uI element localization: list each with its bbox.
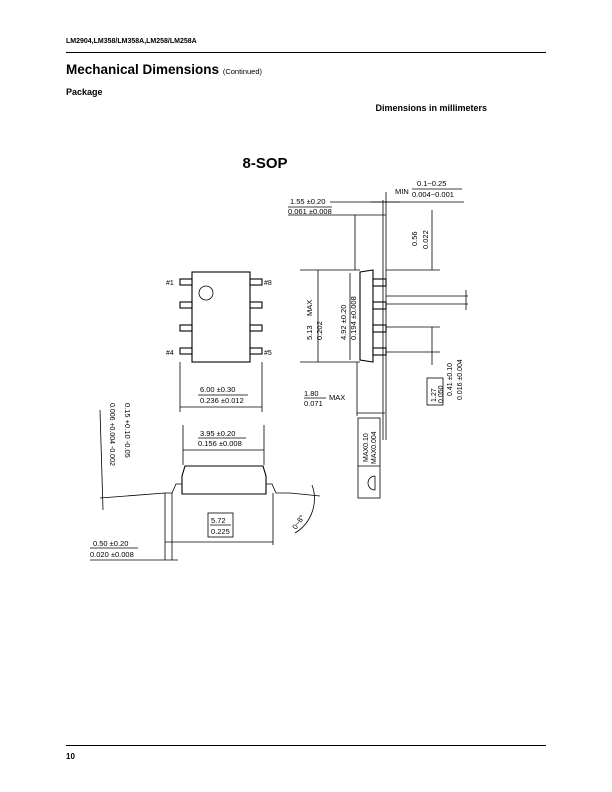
dim-standoff-mm: 1.55 ±0.20	[290, 197, 325, 206]
dim-lead-w-in: 0.016 ±0.004	[457, 359, 464, 400]
header-rule	[66, 52, 546, 53]
package-name: 8-SOP	[242, 155, 287, 172]
front-view: 3.95 ±0.20 0.156 ±0.008 5.72 0.225 0.50 …	[90, 403, 321, 561]
dim-height-mm: 1.80	[304, 389, 319, 398]
dim-lead-thickness-in: 0.006 +0.004 -0.002	[108, 403, 115, 466]
pin8-label: #8	[264, 280, 272, 287]
dim-lead-span-in: 0.225	[211, 527, 230, 536]
pin1-marker	[198, 285, 214, 301]
section-title-text: Mechanical Dimensions	[66, 62, 220, 77]
dim-body-len-in: 0.194 ±0.008	[349, 296, 358, 340]
dim-foot-in: 0.020 ±0.008	[90, 550, 134, 559]
top-view: #1 #4 #8 #5 6.00 ±0.30 0.236 ±0.012	[166, 271, 272, 412]
dim-pitch-in: 0.050	[438, 385, 445, 403]
dim-lead-span-mm: 5.72	[211, 516, 226, 525]
dim-len-max-mm: 5.13	[305, 325, 314, 340]
dim-len-max-label: MAX	[305, 300, 314, 316]
dim-lead-thk-in: 0.004~0.001	[412, 190, 454, 199]
dim-pitch-mm: 1.27	[431, 388, 438, 402]
dim-standoff-in: 0.061 ±0.008	[288, 207, 332, 216]
dim-coplanarity-mm: MAX0.10	[363, 433, 370, 462]
section-title-suffix: (Continued)	[222, 67, 263, 76]
subsection-title: Package	[66, 87, 103, 97]
dim-coplanarity-in: MAX0.004	[371, 431, 378, 464]
dim-lead-w-ref-in: 0.022	[421, 230, 430, 249]
dim-body-w-in: 0.156 ±0.008	[198, 439, 242, 448]
dim-body-len-mm: 4.92 ±0.20	[339, 305, 348, 340]
dim-foot-mm: 0.50 ±0.20	[93, 539, 128, 548]
dim-lead-thickness-mm: 0.15 +0.10 -0.05	[123, 403, 132, 458]
dim-lead-w-ref-mm: 0.56	[410, 231, 419, 246]
pin5-label: #5	[264, 350, 272, 357]
dim-lead-thk-mm: 0.1~0.25	[417, 179, 446, 188]
side-view: 5.13 0.202 MAX 4.92 ±0.20 0.194 ±0.008 M…	[288, 179, 468, 499]
pin1-label: #1	[166, 280, 174, 287]
pin4-label: #4	[166, 350, 174, 357]
page-number: 10	[66, 752, 75, 761]
dim-height-in: 0.071	[304, 399, 323, 408]
units-note: Dimensions in millimeters	[375, 103, 487, 113]
section-title: Mechanical Dimensions (Continued)	[66, 62, 262, 77]
dim-body-w-mm: 3.95 ±0.20	[200, 429, 235, 438]
document-header: LM2904,LM358/LM358A,LM258/LM258A	[66, 38, 197, 45]
footer-rule	[66, 745, 546, 746]
dim-lead-w-mm: 0.41 ±0.10	[447, 363, 454, 396]
dim-len-max-in: 0.202	[315, 321, 324, 340]
dim-overall-width-in: 0.236 ±0.012	[200, 396, 244, 405]
dim-overall-width-mm: 6.00 ±0.30	[200, 385, 235, 394]
dim-lead-thk-prefix: MIN	[395, 187, 409, 196]
flatness-symbol	[367, 475, 376, 491]
dim-height-suffix: MAX	[329, 393, 345, 402]
dim-angle: 0~8°	[290, 513, 306, 531]
